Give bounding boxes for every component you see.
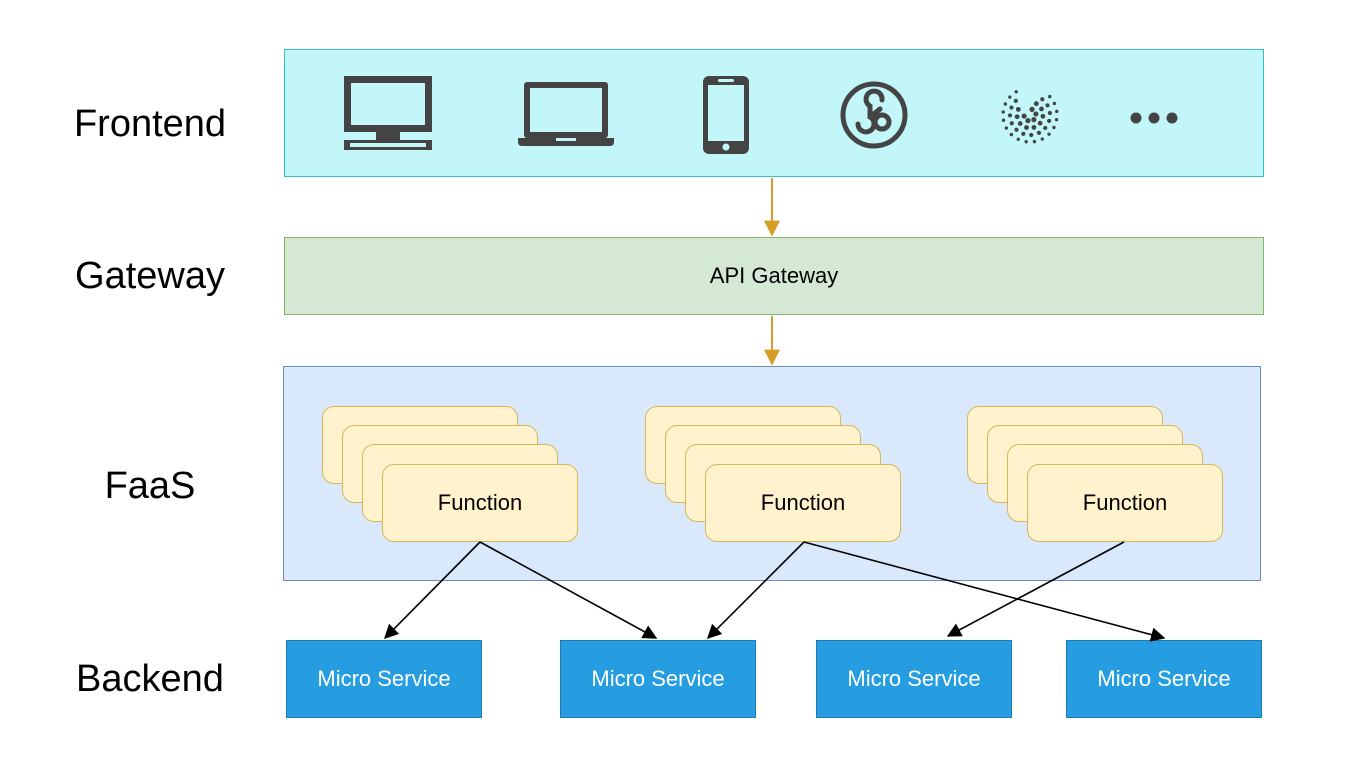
- micro-service-3-label: Micro Service: [847, 666, 981, 691]
- function-3: Function: [1027, 464, 1223, 542]
- micro-service-4: Micro Service: [1066, 640, 1262, 718]
- micro-service-1: Micro Service: [286, 640, 482, 718]
- function-1: Function: [382, 464, 578, 542]
- mini-program-icon: [824, 70, 924, 160]
- layer-label-backend: Backend: [76, 658, 224, 700]
- layer-label-faas: FaaS: [104, 465, 196, 507]
- layer-label-gateway: Gateway: [75, 255, 225, 297]
- function-2: Function: [705, 464, 901, 542]
- micro-service-2: Micro Service: [560, 640, 756, 718]
- api-gateway-label: API Gateway: [709, 263, 839, 288]
- frontend-layer-box: [284, 49, 1264, 177]
- micro-service-3: Micro Service: [816, 640, 1012, 718]
- api-gateway-box: API Gateway: [284, 237, 1264, 315]
- micro-service-1-label: Micro Service: [317, 666, 451, 691]
- smartphone-icon: [676, 70, 776, 160]
- desktop-icon: [338, 70, 438, 160]
- function-2-label: Function: [760, 490, 846, 515]
- function-1-label: Function: [437, 490, 523, 515]
- micro-service-2-label: Micro Service: [591, 666, 725, 691]
- laptop-icon: [516, 70, 616, 160]
- function-3-label: Function: [1082, 490, 1168, 515]
- ellipsis-icon: [1104, 70, 1204, 160]
- layer-label-frontend: Frontend: [73, 103, 227, 145]
- iota-icon: [980, 70, 1080, 160]
- micro-service-4-label: Micro Service: [1097, 666, 1231, 691]
